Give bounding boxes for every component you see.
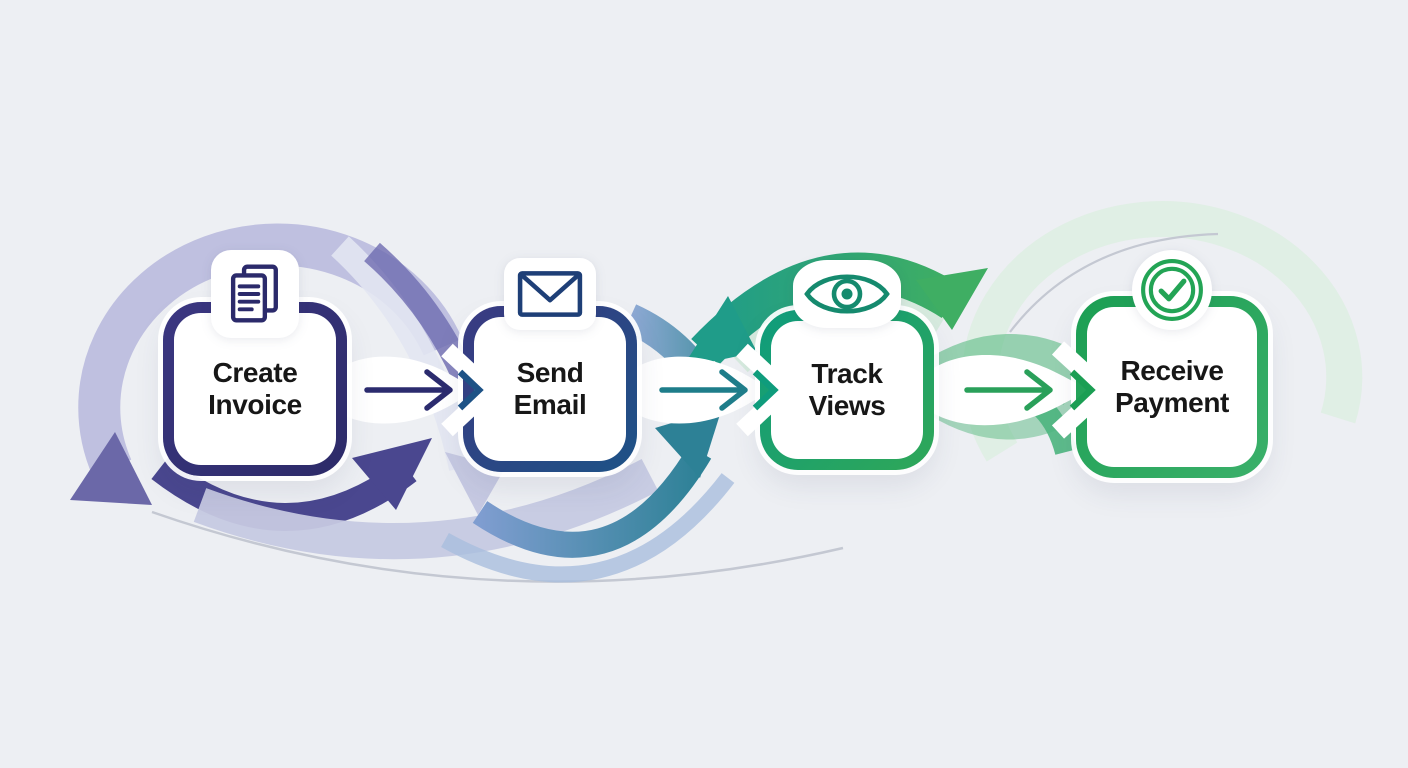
right-arrow-icon xyxy=(364,369,453,411)
step-box-track-views: Track Views xyxy=(760,260,934,470)
invoice-document-icon xyxy=(211,250,299,338)
envelope-icon xyxy=(504,258,596,330)
right-arrow-icon xyxy=(659,369,748,411)
check-circle-icon xyxy=(1132,250,1212,330)
flow-arrow-2 xyxy=(650,360,765,420)
step-box-send-email: Send Email xyxy=(463,258,637,472)
right-arrow-icon xyxy=(964,369,1053,411)
flow-arrow-1 xyxy=(355,360,470,420)
purple-cycle-arrows xyxy=(70,223,844,583)
eye-icon xyxy=(793,260,901,328)
flow-arrow-3 xyxy=(955,360,1070,420)
step-label-track-views: Track Views xyxy=(808,358,886,421)
step-label-receive-payment: Receive Payment xyxy=(1115,355,1229,418)
step-label-send-email: Send Email xyxy=(513,357,587,420)
step-box-create-invoice: Create Invoice xyxy=(163,250,347,476)
step-box-receive-payment: Receive Payment xyxy=(1076,250,1268,478)
step-label-create-invoice: Create Invoice xyxy=(208,357,302,420)
